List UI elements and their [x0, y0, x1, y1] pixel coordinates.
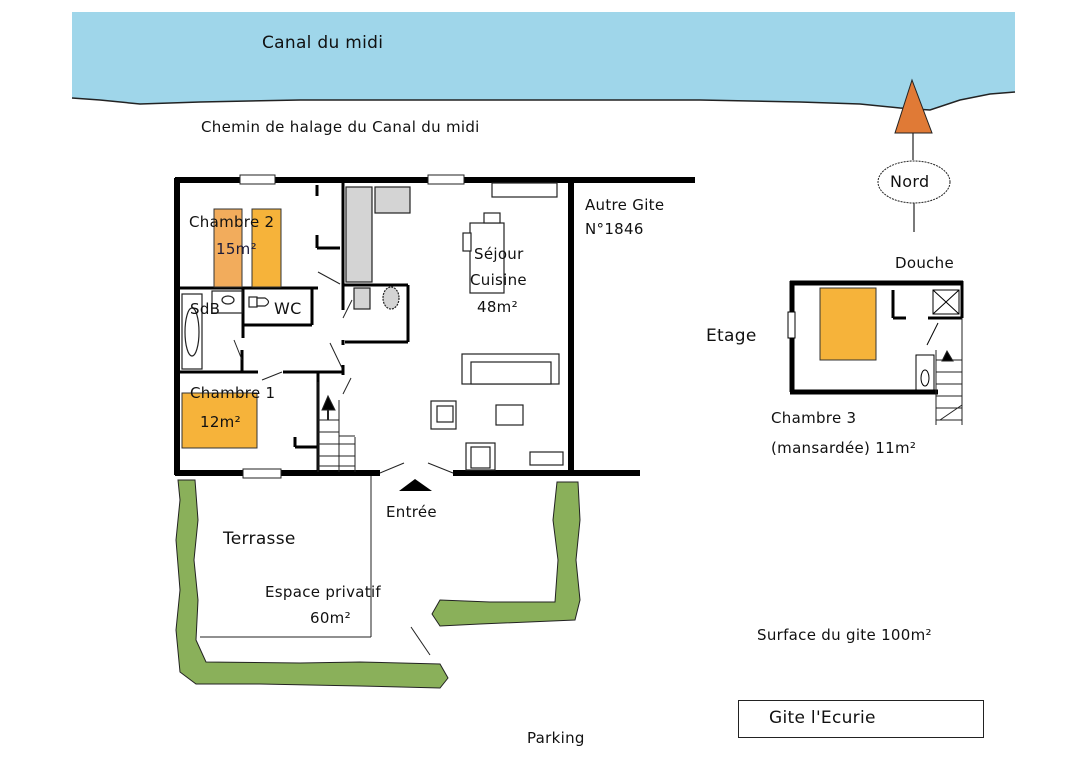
chambre1-area: 12m² — [200, 413, 241, 431]
canal-bank — [71, 91, 1016, 111]
sejour-label: Séjour — [474, 245, 524, 263]
chambre3-label: Chambre 3 — [771, 409, 857, 427]
entry-arrow-icon — [399, 479, 432, 491]
title-box: Gite l'Ecurie — [738, 700, 984, 738]
north-label: Nord — [890, 172, 930, 191]
chambre3-area: (mansardée) 11m² — [771, 439, 917, 457]
hedges — [175, 479, 581, 689]
espace-area: 60m² — [310, 609, 351, 627]
upper-stairs — [935, 318, 963, 425]
terrasse-label: Terrasse — [223, 529, 296, 549]
stairs — [317, 382, 356, 472]
canal-water — [72, 12, 1015, 110]
towpath-label: Chemin de halage du Canal du midi — [201, 118, 480, 136]
sdb-label: SdB — [190, 300, 221, 318]
douche-label: Douche — [895, 254, 955, 272]
canal-label: Canal du midi — [262, 33, 384, 53]
cuisine-label: Cuisine — [470, 271, 527, 289]
door-swings — [200, 271, 454, 656]
furniture — [181, 182, 564, 471]
beds — [181, 208, 877, 449]
north-arrow-icon — [877, 78, 951, 232]
gite-title: Gite l'Ecurie — [769, 708, 876, 728]
other-gite-label: Autre Gite — [585, 196, 665, 214]
parking-label: Parking — [527, 729, 585, 747]
wc-label: WC — [274, 299, 302, 318]
upper-floor — [787, 280, 964, 395]
chambre2-label: Chambre 2 — [189, 213, 275, 231]
chambre1-label: Chambre 1 — [190, 384, 276, 402]
entree-label: Entrée — [386, 503, 437, 521]
other-gite-number: N°1846 — [585, 220, 644, 238]
etage-label: Etage — [706, 326, 757, 346]
surface-label: Surface du gite 100m² — [757, 626, 932, 644]
sejour-area: 48m² — [477, 298, 518, 316]
chambre2-area: 15m² — [216, 240, 257, 258]
espace-label: Espace privatif — [265, 583, 382, 601]
windows — [239, 174, 465, 479]
